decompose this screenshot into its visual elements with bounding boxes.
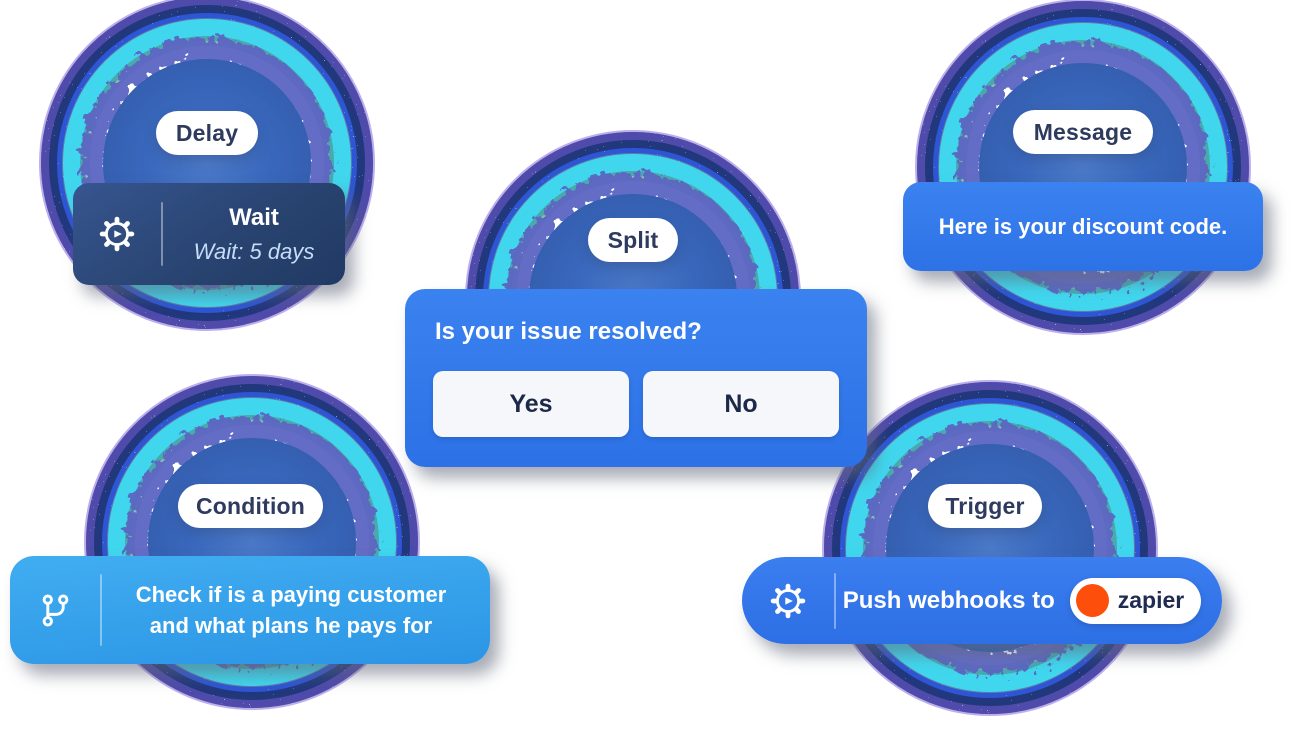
condition-node-card[interactable]: Check if is a paying customer and what p… xyxy=(10,556,490,664)
condition-text-block: Check if is a paying customer and what p… xyxy=(102,579,490,641)
message-pill-label: Message xyxy=(1033,118,1133,145)
node-type-pill-delay: Delay xyxy=(156,111,258,155)
trigger-node-card[interactable]: Push webhooks to zapier xyxy=(742,557,1222,644)
node-type-pill-trigger: Trigger xyxy=(928,484,1042,528)
delay-text-block: Wait Wait: 5 days xyxy=(163,204,345,265)
branch-icon xyxy=(10,592,100,629)
message-text: Here is your discount code. xyxy=(938,213,1228,239)
split-question: Is your issue resolved? xyxy=(435,318,702,345)
node-type-pill-message: Message xyxy=(1013,110,1153,154)
zapier-orange-dot-icon xyxy=(1075,584,1109,617)
condition-line2: and what plans he pays for xyxy=(149,613,433,638)
node-type-pill-condition: Condition xyxy=(178,484,323,528)
trigger-content: Push webhooks to zapier xyxy=(836,577,1222,624)
no-button[interactable]: No xyxy=(643,371,839,437)
zapier-badge: zapier xyxy=(1069,577,1202,624)
trigger-text: Push webhooks to xyxy=(842,586,1055,614)
noise-halo-trigger xyxy=(820,378,1160,718)
delay-subtitle: Wait: 5 days xyxy=(193,238,315,264)
card-divider xyxy=(100,574,102,646)
delay-title: Wait xyxy=(229,203,279,231)
node-type-pill-split: Split xyxy=(588,218,678,262)
gear-icon xyxy=(73,215,161,253)
card-divider xyxy=(161,202,163,266)
condition-pill-label: Condition xyxy=(195,492,306,519)
message-node-card[interactable]: Here is your discount code. xyxy=(903,182,1263,271)
split-answer-buttons: Yes No xyxy=(433,371,839,437)
condition-line1: Check if is a paying customer xyxy=(135,582,447,607)
delay-node-card[interactable]: Wait Wait: 5 days xyxy=(73,183,345,285)
trigger-pill-label: Trigger xyxy=(945,492,1025,519)
delay-pill-label: Delay xyxy=(175,119,239,146)
yes-button[interactable]: Yes xyxy=(433,371,629,437)
card-divider xyxy=(834,572,836,629)
gear-icon xyxy=(742,582,834,620)
split-pill-label: Split xyxy=(607,226,659,253)
noise-halo-message xyxy=(913,0,1253,337)
split-node-card[interactable]: Is your issue resolved? Yes No xyxy=(405,289,867,467)
zapier-badge-label: zapier xyxy=(1117,587,1185,613)
